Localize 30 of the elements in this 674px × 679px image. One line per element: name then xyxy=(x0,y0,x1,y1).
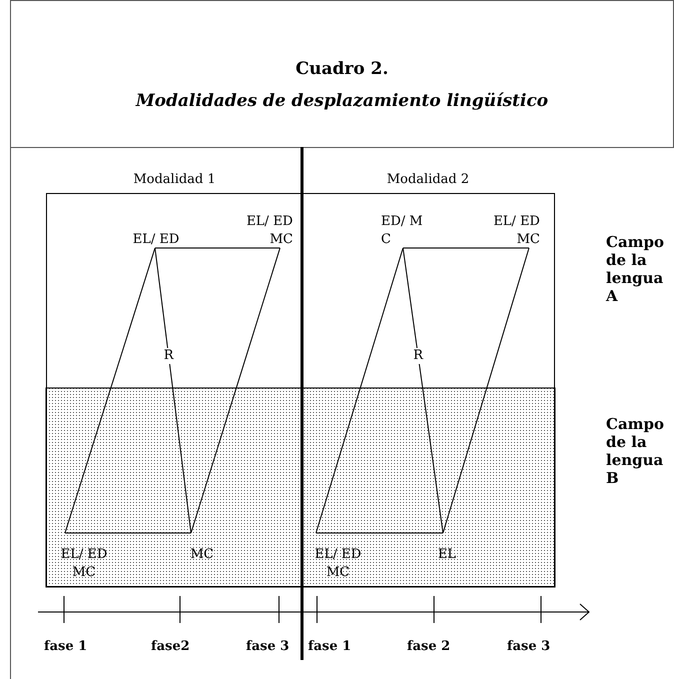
connector-line xyxy=(316,532,444,534)
vertex-label: ED/ M C xyxy=(381,213,427,249)
edge-label: R xyxy=(411,348,426,364)
phase-label: fase 1 xyxy=(308,638,352,656)
vertex-label: EL/ ED MC xyxy=(51,534,117,584)
vertex-label: EL/ ED MC xyxy=(231,213,293,249)
vertex-label: EL/ ED MC xyxy=(478,213,540,249)
connector-line xyxy=(64,532,192,534)
panel-heading: Modalidad 1 xyxy=(132,171,217,189)
panel-heading: Modalidad 2 xyxy=(386,171,470,189)
vertex-label: EL xyxy=(430,534,464,570)
vertex-label: MC xyxy=(184,534,220,570)
edge-label: R xyxy=(162,348,176,364)
phase-label: fase 3 xyxy=(246,638,290,656)
phase-label: fase 3 xyxy=(507,638,550,656)
connector-line xyxy=(402,248,444,534)
connector-line xyxy=(316,248,404,534)
phase-label: fase 2 xyxy=(407,638,450,656)
connector-line xyxy=(190,248,280,534)
connector-line xyxy=(64,248,156,534)
connector-line xyxy=(154,248,192,534)
field-label: Campo de la lengua A xyxy=(606,233,666,305)
field-label: Campo de la lengua B xyxy=(606,415,666,487)
vertex-label: EL/ ED xyxy=(126,213,186,249)
caption: Modalidades de desplazamiento lingüístico xyxy=(134,90,550,113)
phase-label: fase2 xyxy=(151,638,190,656)
vertex-label: EL/ ED MC xyxy=(305,534,371,584)
phase-label: fase 1 xyxy=(44,638,88,656)
connector-line xyxy=(442,248,530,534)
title: Cuadro 2. xyxy=(294,58,390,81)
